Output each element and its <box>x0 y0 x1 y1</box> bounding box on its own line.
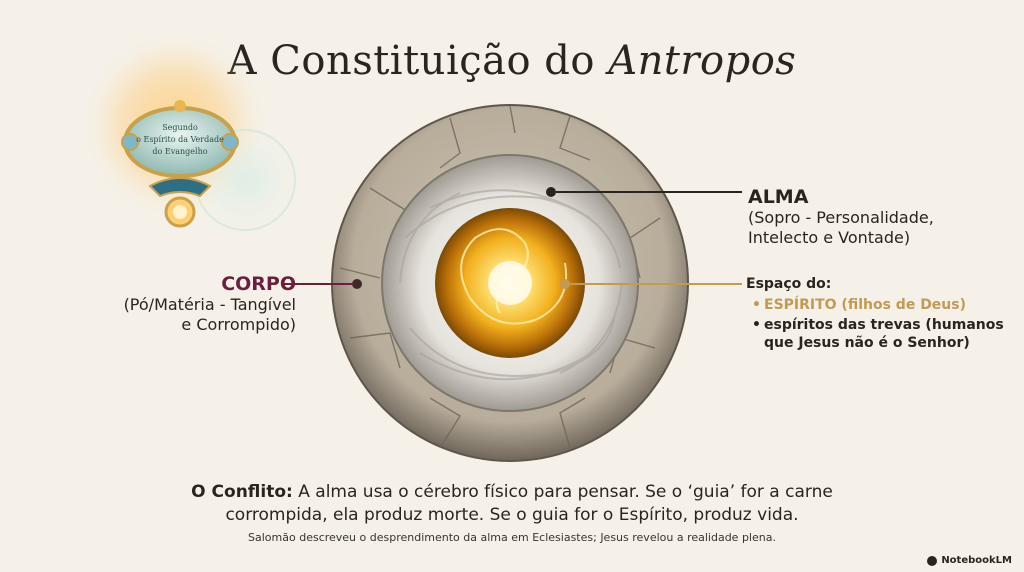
corpo-label: CORPO (Pó/Matéria - Tangível e Corrompid… <box>60 273 296 335</box>
corpo-desc-2: e Corrompido) <box>181 315 296 334</box>
espaco-label: Espaço do: ESPÍRITO (filhos de Deus) esp… <box>746 276 1006 352</box>
alma-marker <box>546 187 556 197</box>
corpo-marker <box>352 279 362 289</box>
alma-desc-2: Intelecto e Vontade) <box>748 228 911 247</box>
corpo-heading: CORPO <box>221 273 296 295</box>
alma-desc-1: (Sopro - Personalidade, <box>748 208 934 227</box>
espaco-item-trevas: espíritos das trevas (humanos que Jesus … <box>752 316 1006 352</box>
title-italic: Antropos <box>608 38 797 84</box>
brand-name: NotebookLM <box>941 555 1012 566</box>
page-title: A Constituição do Antropos <box>0 38 1024 84</box>
alma-label: ALMA (Sopro - Personalidade, Intelecto e… <box>748 186 1008 248</box>
espaco-list: ESPÍRITO (filhos de Deus) espíritos das … <box>746 296 1006 352</box>
anthropos-diagram <box>331 104 689 462</box>
emblem-line2: o Espírito da Verdade <box>136 135 224 144</box>
espirito-marker <box>560 279 570 289</box>
corpo-desc-1: (Pó/Matéria - Tangível <box>123 295 296 314</box>
espaco-heading: Espaço do: <box>746 276 832 292</box>
conflict-label: O Conflito: <box>191 482 293 502</box>
conflict-body: A alma usa o cérebro físico para pensar.… <box>225 482 833 525</box>
brand-badge: NotebookLM <box>927 555 1012 566</box>
title-main: A Constituição do <box>227 38 609 84</box>
emblem-medallion: Segundo o Espírito da Verdade do Evangel… <box>85 40 303 238</box>
emblem-line3: do Evangelho <box>152 147 207 156</box>
conflict-text: O Conflito: A alma usa o cérebro físico … <box>150 481 874 527</box>
espaco-item-espirito: ESPÍRITO (filhos de Deus) <box>752 296 1006 314</box>
alma-heading: ALMA <box>748 186 809 208</box>
alma-swirls <box>399 189 623 381</box>
notebooklm-logo-icon <box>927 555 938 566</box>
footnote: Salomão descreveu o desprendimento da al… <box>248 531 776 544</box>
emblem-line1: Segundo <box>162 123 198 132</box>
